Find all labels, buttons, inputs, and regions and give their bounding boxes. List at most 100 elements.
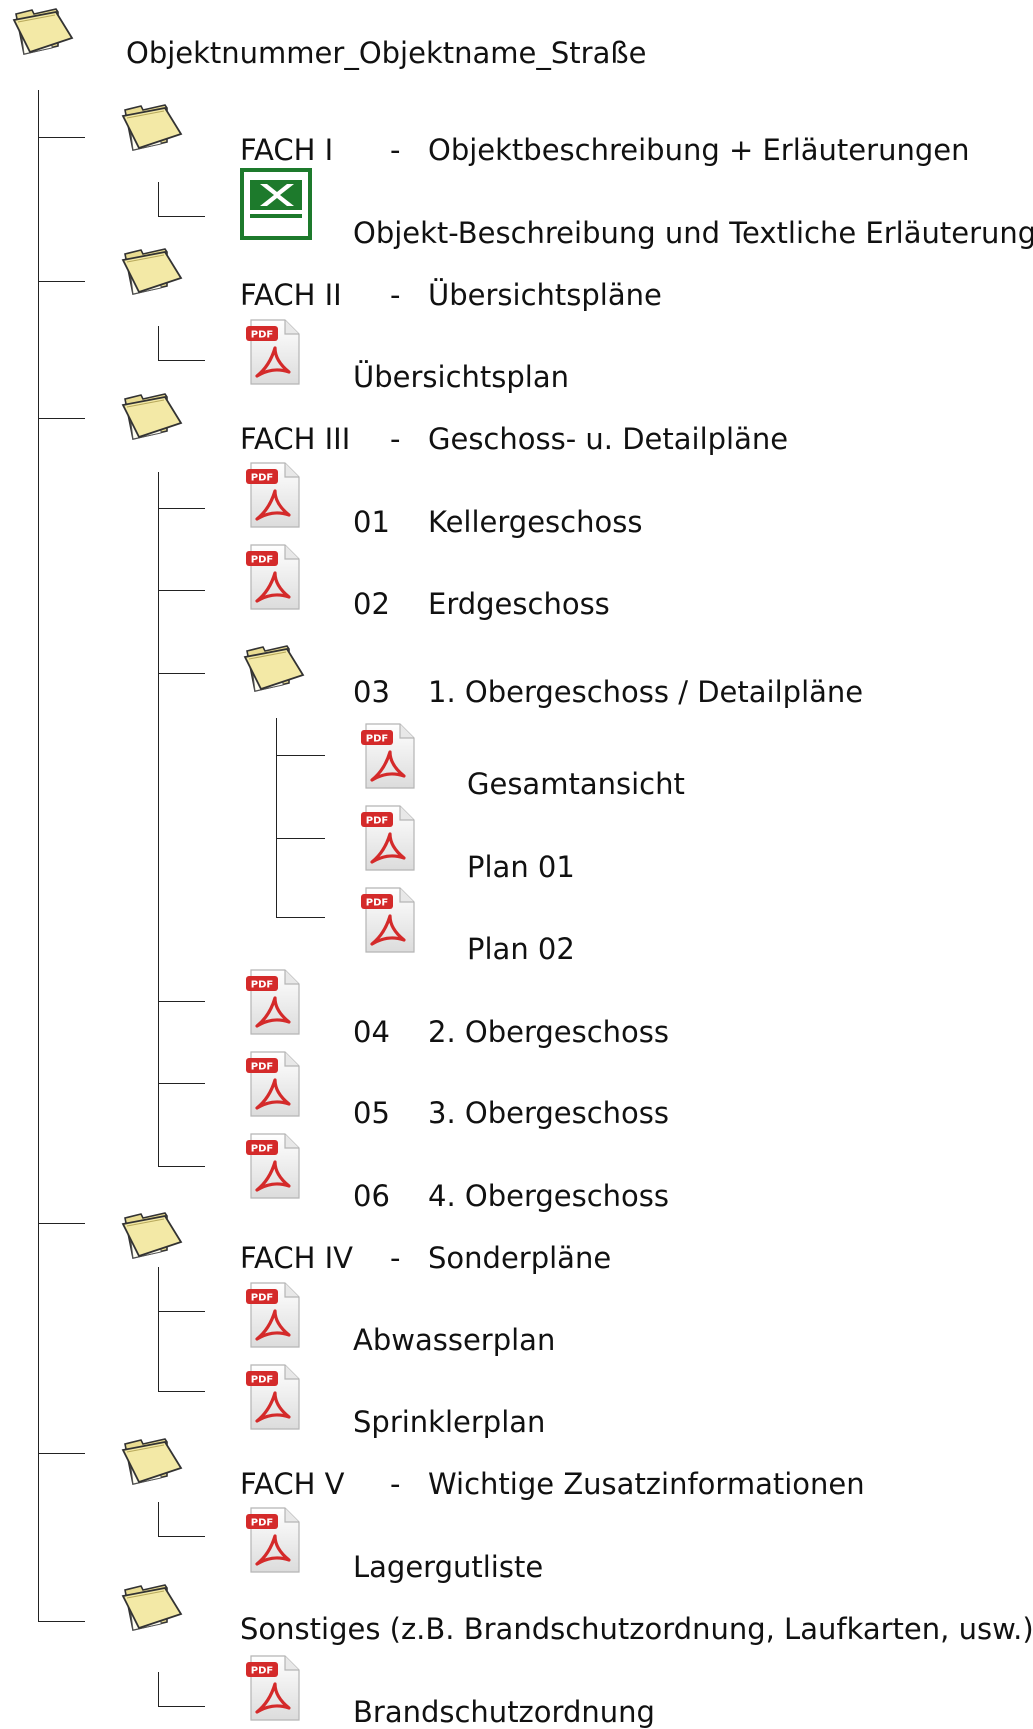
- fach3-separator: -: [390, 422, 401, 456]
- branch-fach2-v: [158, 326, 159, 360]
- branch-f3-03-b: [276, 838, 325, 839]
- fach1-code[interactable]: FACH I: [240, 133, 334, 167]
- branch-fach5-v: [158, 1502, 159, 1536]
- file-label[interactable]: 4. Obergeschoss: [428, 1179, 670, 1213]
- branch-fach1-file: [158, 216, 205, 217]
- pdf-icon[interactable]: PDF: [245, 1050, 301, 1122]
- pdf-icon[interactable]: PDF: [245, 1506, 301, 1578]
- svg-text:PDF: PDF: [366, 816, 388, 827]
- svg-text:PDF: PDF: [251, 1375, 273, 1386]
- branch-f3-05: [158, 1083, 205, 1084]
- fach5-code[interactable]: FACH V: [240, 1467, 345, 1501]
- fach4-separator: -: [390, 1241, 401, 1275]
- file-label[interactable]: Lagergutliste: [353, 1550, 544, 1584]
- branch-fach4-v: [158, 1267, 159, 1391]
- svg-text:PDF: PDF: [251, 473, 273, 484]
- root-folder-label[interactable]: Objektnummer_Objektname_Straße: [126, 36, 647, 70]
- tree-trunk: [38, 90, 39, 1621]
- branch-misc-a: [158, 1706, 205, 1707]
- folder-icon[interactable]: [243, 645, 305, 697]
- folder-icon[interactable]: [121, 1212, 183, 1264]
- branch-fach3-v: [158, 472, 159, 1166]
- folder-icon[interactable]: [12, 8, 74, 60]
- file-label[interactable]: Gesamtansicht: [467, 767, 685, 801]
- branch-misc-v: [158, 1672, 159, 1706]
- file-number: 05: [353, 1096, 390, 1130]
- pdf-icon[interactable]: PDF: [245, 1363, 301, 1435]
- svg-text:PDF: PDF: [251, 1666, 273, 1677]
- folder-icon[interactable]: [121, 1438, 183, 1490]
- branch-fach3: [38, 418, 85, 419]
- svg-text:PDF: PDF: [251, 1144, 273, 1155]
- file-label[interactable]: Übersichtsplan: [353, 360, 569, 394]
- fach1-title[interactable]: Objektbeschreibung + Erläuterungen: [428, 133, 970, 167]
- file-label[interactable]: 2. Obergeschoss: [428, 1015, 670, 1049]
- fach4-code[interactable]: FACH IV: [240, 1241, 354, 1275]
- fach3-title[interactable]: Geschoss- u. Detailpläne: [428, 422, 789, 456]
- branch-fach1: [38, 137, 85, 138]
- branch-fach1-v: [158, 182, 159, 216]
- svg-text:PDF: PDF: [251, 1518, 273, 1529]
- folder-icon[interactable]: [121, 104, 183, 156]
- branch-f3-01: [158, 508, 205, 509]
- branch-fach2: [38, 281, 85, 282]
- svg-text:PDF: PDF: [366, 898, 388, 909]
- file-number: 02: [353, 587, 390, 621]
- branch-f5-a: [158, 1536, 205, 1537]
- file-label[interactable]: Kellergeschoss: [428, 505, 643, 539]
- fach1-separator: -: [390, 133, 401, 167]
- svg-text:PDF: PDF: [251, 1062, 273, 1073]
- fach3-code[interactable]: FACH III: [240, 422, 351, 456]
- file-number: 03: [353, 675, 390, 709]
- branch-fach2-file: [158, 360, 205, 361]
- folder-icon[interactable]: [121, 248, 183, 300]
- file-label[interactable]: Plan 01: [467, 850, 575, 884]
- misc-title[interactable]: Sonstiges (z.B. Brandschutzordnung, Lauf…: [240, 1612, 1033, 1646]
- folder-icon[interactable]: [121, 1584, 183, 1636]
- pdf-icon[interactable]: PDF: [245, 461, 301, 533]
- svg-text:PDF: PDF: [251, 330, 273, 341]
- pdf-icon[interactable]: PDF: [360, 722, 416, 794]
- file-label[interactable]: Brandschutzordnung: [353, 1695, 655, 1729]
- fach5-title[interactable]: Wichtige Zusatzinformationen: [428, 1467, 865, 1501]
- svg-text:PDF: PDF: [251, 555, 273, 566]
- branch-f3-03-v: [276, 718, 277, 917]
- pdf-icon[interactable]: PDF: [245, 1654, 301, 1726]
- branch-f3-04: [158, 1001, 205, 1002]
- pdf-icon[interactable]: PDF: [245, 318, 301, 390]
- pdf-icon[interactable]: PDF: [245, 543, 301, 615]
- excel-icon[interactable]: [240, 168, 312, 244]
- pdf-icon[interactable]: PDF: [245, 1281, 301, 1353]
- branch-fach4: [38, 1223, 85, 1224]
- branch-f4-b: [158, 1391, 205, 1392]
- pdf-icon[interactable]: PDF: [360, 886, 416, 958]
- fach2-separator: -: [390, 278, 401, 312]
- fach5-separator: -: [390, 1467, 401, 1501]
- file-label[interactable]: Abwasserplan: [353, 1323, 556, 1357]
- file-label[interactable]: 1. Obergeschoss / Detailpläne: [428, 675, 864, 709]
- branch-f3-03-c: [276, 917, 325, 918]
- branch-fach5: [38, 1453, 85, 1454]
- branch-f3-06: [158, 1166, 205, 1167]
- file-number: 06: [353, 1179, 390, 1213]
- file-label[interactable]: 3. Obergeschoss: [428, 1096, 670, 1130]
- file-label[interactable]: Sprinklerplan: [353, 1405, 546, 1439]
- file-label[interactable]: Objekt-Beschreibung und Textliche Erläut…: [353, 216, 1033, 250]
- fach2-code[interactable]: FACH II: [240, 278, 342, 312]
- branch-misc: [38, 1621, 85, 1622]
- folder-icon[interactable]: [121, 393, 183, 445]
- file-label[interactable]: Plan 02: [467, 932, 575, 966]
- file-number: 04: [353, 1015, 390, 1049]
- svg-text:PDF: PDF: [366, 734, 388, 745]
- file-label[interactable]: Erdgeschoss: [428, 587, 610, 621]
- fach4-title[interactable]: Sonderpläne: [428, 1241, 612, 1275]
- file-number: 01: [353, 505, 390, 539]
- fach2-title[interactable]: Übersichtspläne: [428, 278, 662, 312]
- branch-f3-03: [158, 673, 205, 674]
- branch-f3-03-a: [276, 755, 325, 756]
- pdf-icon[interactable]: PDF: [360, 804, 416, 876]
- pdf-icon[interactable]: PDF: [245, 968, 301, 1040]
- branch-f3-02: [158, 590, 205, 591]
- svg-text:PDF: PDF: [251, 980, 273, 991]
- pdf-icon[interactable]: PDF: [245, 1132, 301, 1204]
